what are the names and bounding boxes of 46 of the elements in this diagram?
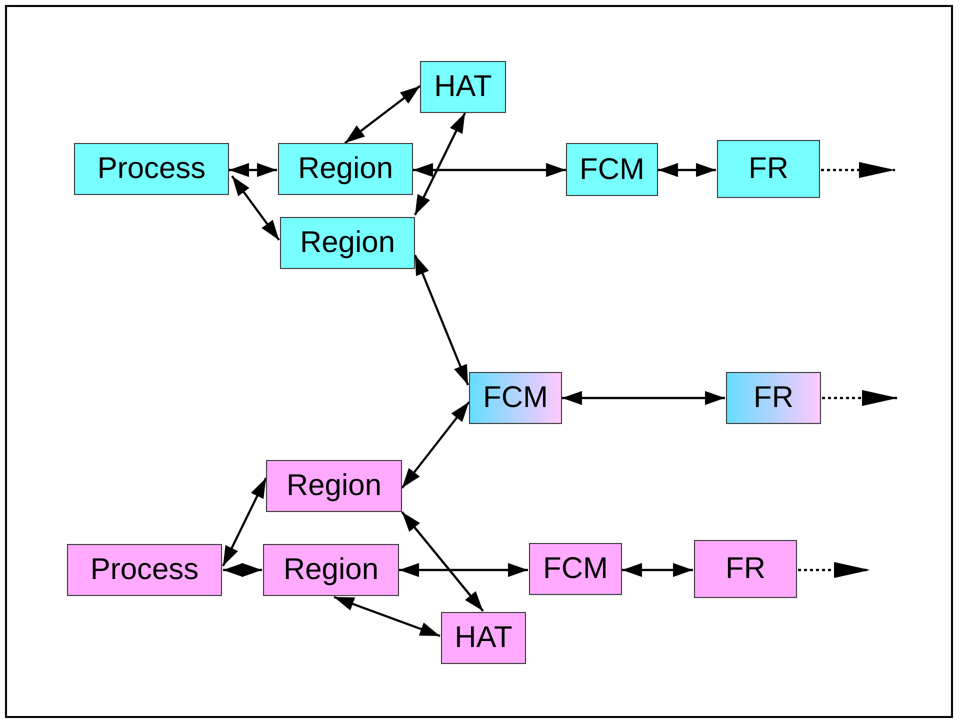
process-box [529, 543, 622, 595]
arrow [622, 563, 693, 577]
box-label: HAT [434, 70, 492, 104]
box-label: FR [754, 381, 794, 415]
process-box [67, 544, 222, 596]
arrow [562, 391, 725, 405]
arrow [821, 162, 895, 178]
process-box [266, 460, 402, 512]
arrow [414, 112, 466, 216]
process-box [280, 217, 415, 269]
arrow [334, 596, 440, 638]
arrow [222, 478, 267, 566]
arrow [658, 163, 716, 177]
box-label: Process [97, 152, 206, 186]
arrow [401, 401, 470, 489]
process-box [469, 372, 562, 424]
box-label: FCM [580, 152, 644, 186]
box-label: FR [726, 552, 766, 586]
arrow [231, 175, 280, 241]
process-box [441, 612, 526, 664]
box-label: FCM [483, 381, 548, 415]
box-label: Region [300, 226, 396, 260]
arrow [798, 562, 870, 578]
arrow [229, 163, 277, 177]
arrow [344, 85, 421, 144]
box-label: Process [90, 553, 199, 587]
process-box [278, 143, 413, 195]
arrow [414, 254, 470, 386]
box-label: Region [283, 553, 379, 587]
arrow [822, 390, 898, 406]
process-box [694, 540, 797, 598]
box-label: Region [298, 152, 394, 186]
process-box [74, 143, 229, 195]
process-box [566, 143, 658, 196]
process-box [717, 140, 820, 198]
box-label: HAT [454, 621, 512, 655]
arrow [223, 563, 262, 577]
process-box [726, 372, 821, 424]
box-label: FR [748, 152, 788, 186]
process-box [263, 544, 399, 596]
arrow [399, 563, 528, 577]
arrow [401, 511, 484, 612]
box-label: FCM [543, 552, 608, 586]
box-label: Region [286, 469, 382, 503]
arrow [413, 163, 566, 177]
process-box [420, 61, 506, 113]
